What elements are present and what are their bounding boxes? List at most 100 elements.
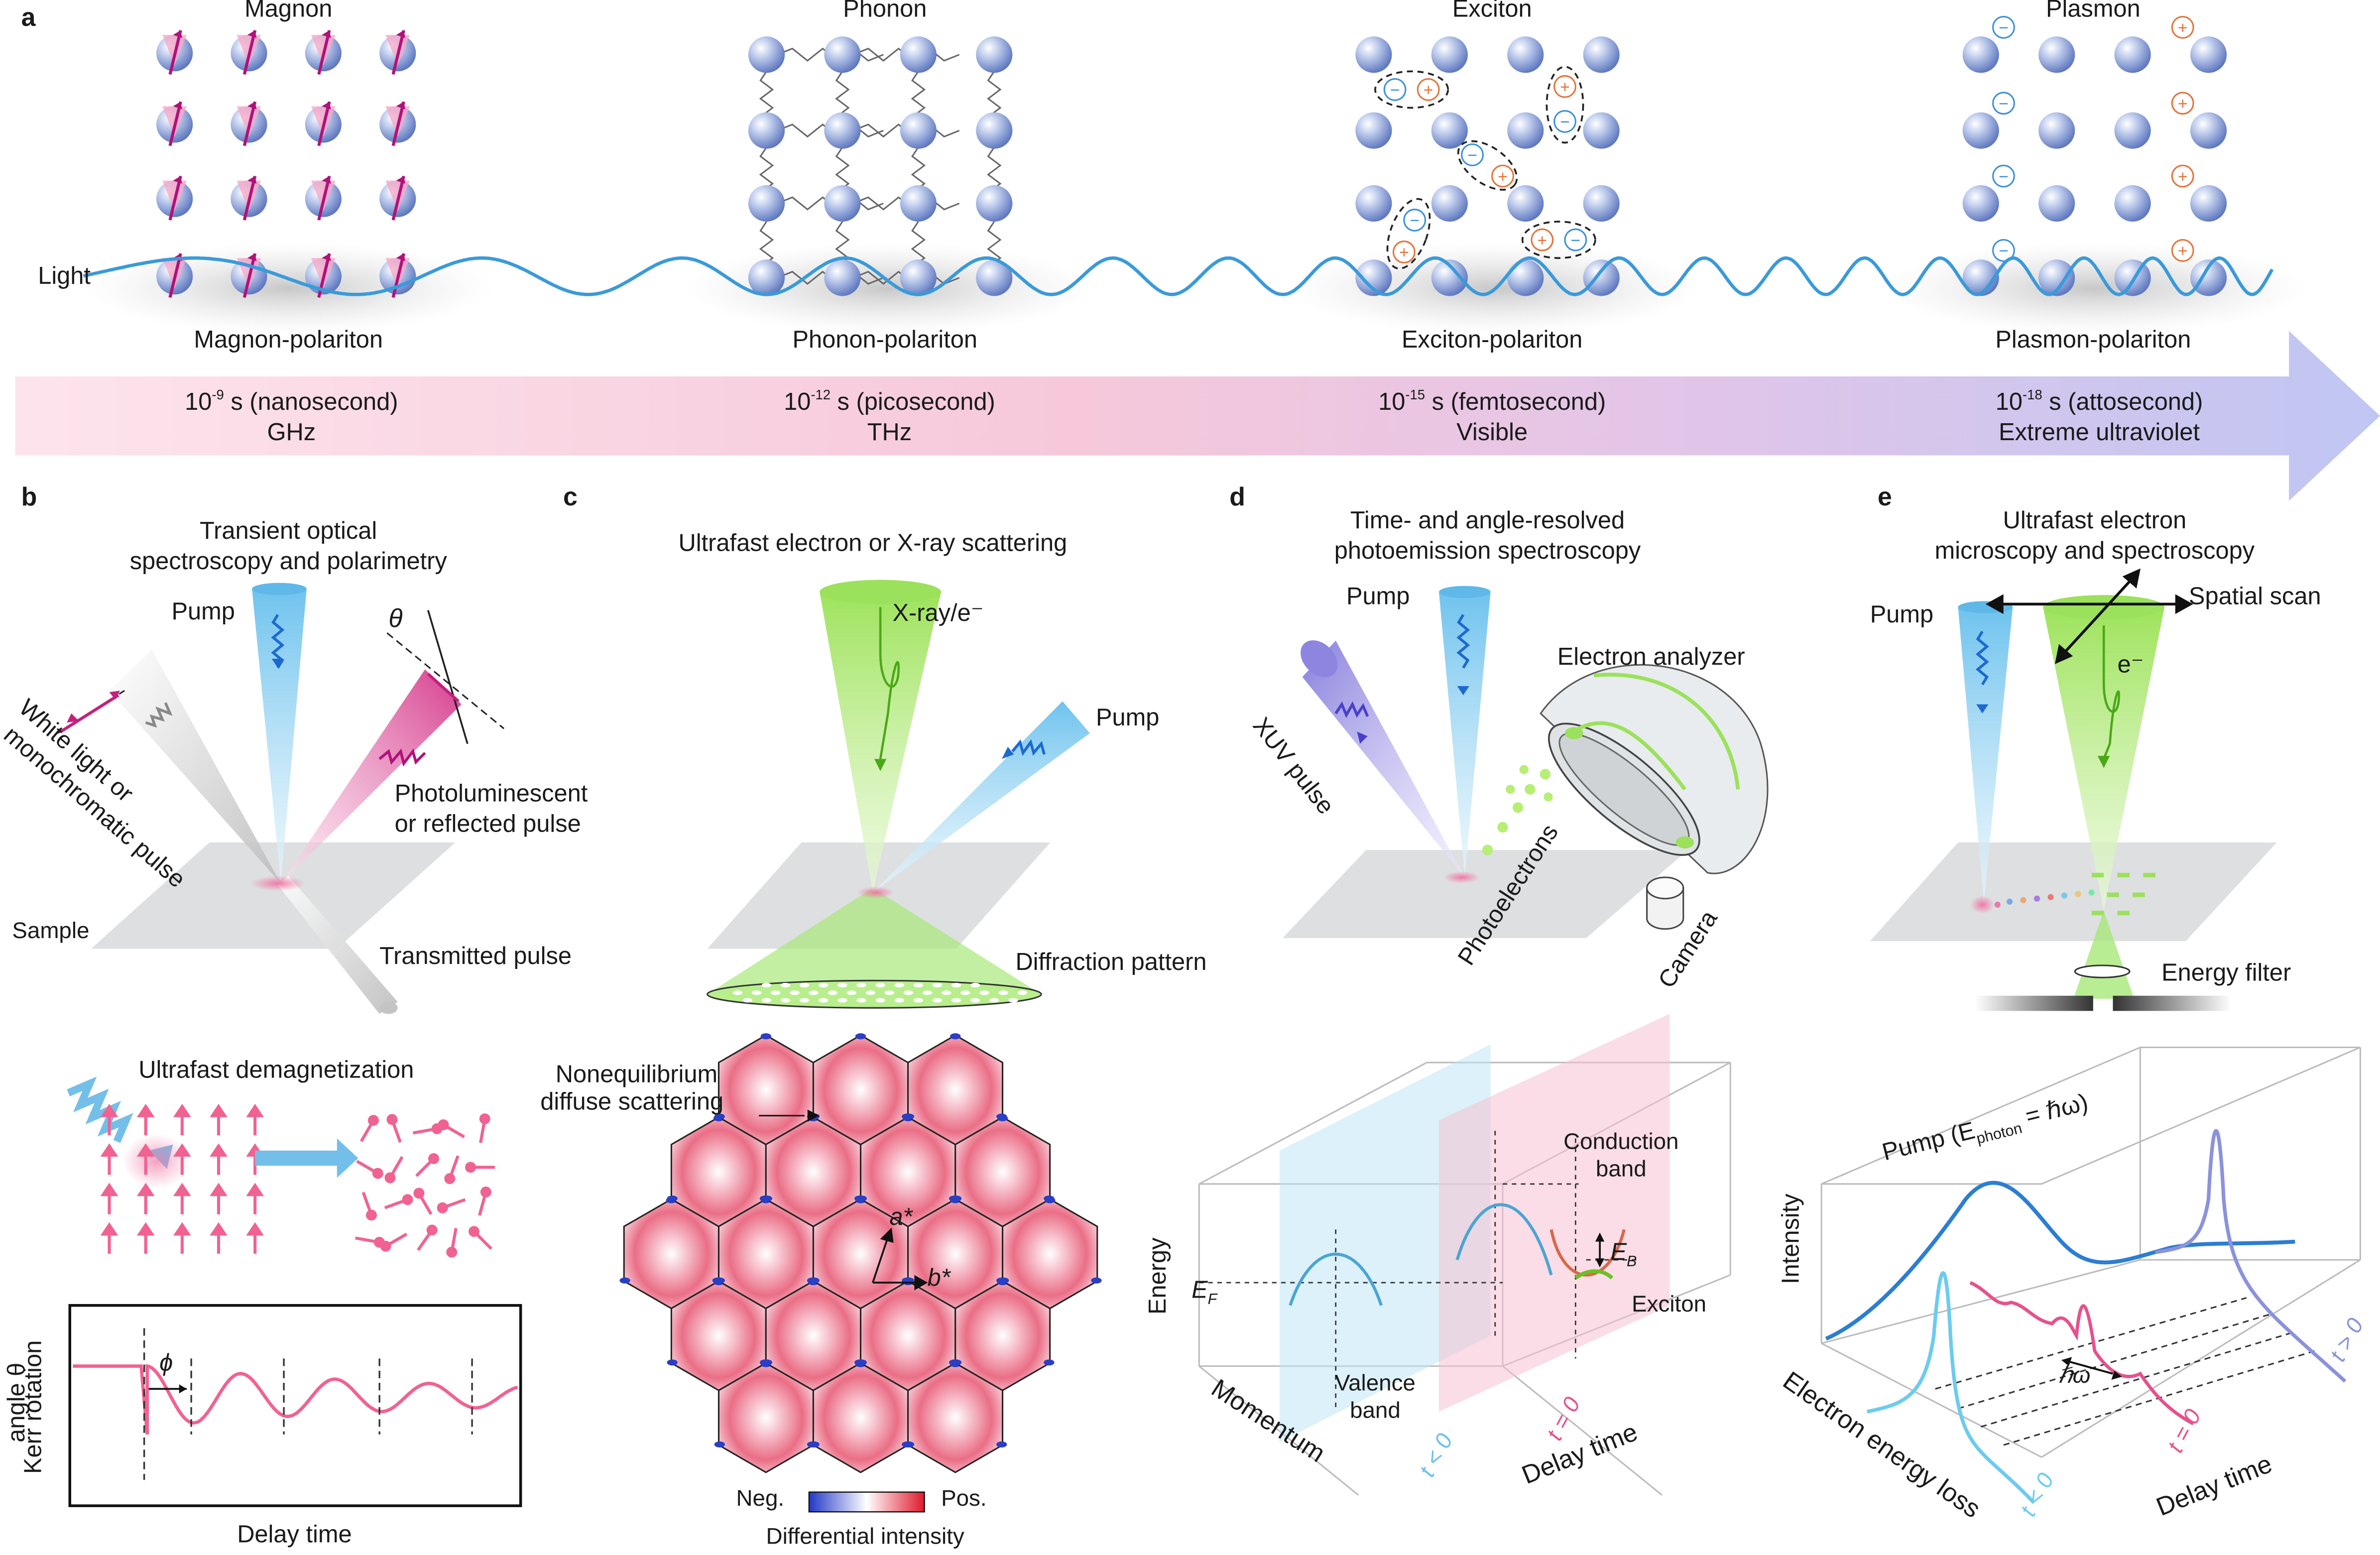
- diffraction-spot: [960, 990, 970, 995]
- svg-text:−: −: [1467, 146, 1477, 165]
- light-wave: [83, 256, 2274, 296]
- valence-label-2: band: [1350, 1398, 1401, 1424]
- diffraction-spot: [837, 998, 847, 1003]
- camera-icon: [1646, 876, 1684, 930]
- xray-beam: [820, 592, 942, 893]
- kerr-plot-frame: [68, 1304, 522, 1507]
- energy-axis-label: Energy: [1146, 1237, 1172, 1315]
- demag-title: Ultrafast demagnetization: [138, 1058, 414, 1084]
- plasmon-lattice: − − − − + + + +: [1962, 16, 2227, 296]
- spin-arrowhead: [428, 1153, 439, 1164]
- diffraction-spots-e: [1994, 872, 2155, 916]
- svg-text:+: +: [1498, 168, 1508, 186]
- negative-spot: [619, 1277, 630, 1284]
- negative-spot: [950, 1033, 961, 1040]
- panel-a-graphics: − + + − − + − + + − − − − − +: [15, 16, 2380, 501]
- diffraction-spot: [970, 998, 980, 1003]
- diffraction-spot: [922, 990, 933, 995]
- spin-arrowhead: [210, 1143, 228, 1157]
- spin-arrowhead: [437, 1202, 448, 1213]
- sample-plane-e: [1870, 842, 2277, 942]
- negative-spot: [996, 1441, 1007, 1448]
- diffraction-spot: [865, 990, 876, 995]
- pump-label-b: Pump: [171, 599, 235, 625]
- svg-text:−: −: [1560, 113, 1570, 131]
- negative-spot: [1044, 1359, 1055, 1366]
- diffraction-spot: [837, 982, 847, 988]
- diffraction-spot: [951, 982, 961, 988]
- diffraction-spot: [913, 998, 924, 1003]
- emitted-label-2: or reflected pulse: [394, 812, 581, 838]
- spin-arrowhead: [210, 1183, 228, 1196]
- xray-label: X-ray/e⁻: [892, 601, 984, 627]
- brillouin-zone-hex: [1002, 1198, 1098, 1310]
- magnon-label: Magnon: [244, 0, 333, 23]
- spin-arrowhead: [173, 1143, 191, 1157]
- spin-arrowhead: [380, 1240, 391, 1252]
- diffraction-spot: [799, 982, 810, 988]
- timescale-attosecond: 10-18 s (attosecond): [1995, 387, 2203, 416]
- svg-text:−: −: [1410, 212, 1420, 230]
- spin-arrowhead: [386, 1114, 398, 1125]
- colorbar-pos: Pos.: [941, 1486, 987, 1512]
- pump-beam-d: [1438, 592, 1491, 878]
- sample-plane-b: [91, 842, 456, 949]
- exciton-polariton-label: Exciton-polariton: [1402, 328, 1583, 354]
- kerr-ylabel-2: angle θ: [4, 1362, 30, 1442]
- negative-spot: [997, 1115, 1008, 1121]
- diffraction-spot: [809, 990, 819, 995]
- spin-arrowhead: [136, 1183, 155, 1196]
- negative-spot: [1091, 1277, 1102, 1284]
- diffraction-spot: [875, 982, 885, 988]
- panel-c-title: Ultrafast electron or X-ray scattering: [678, 531, 1068, 557]
- spin-arrowhead: [246, 1222, 264, 1236]
- pump-beam-b: [252, 589, 307, 884]
- electron-analyzer: [1540, 664, 1769, 874]
- diffraction-spot: [856, 998, 866, 1003]
- phonon-polariton-label: Phonon-polariton: [792, 328, 978, 354]
- analyzer-label: Electron analyzer: [1557, 645, 1745, 671]
- timescale-arrow: [15, 331, 2380, 501]
- svg-text:−: −: [1390, 81, 1400, 100]
- diffraction-spot: [732, 990, 743, 995]
- diffraction-spot: [819, 982, 829, 988]
- diffraction-spot: [761, 982, 772, 988]
- diffraction-spot: [932, 998, 943, 1003]
- diffraction-spot: [1008, 998, 1018, 1003]
- eels-t-pos-curve: [2155, 1129, 2347, 1383]
- probe-beam: [109, 649, 281, 884]
- negative-spot: [714, 1441, 725, 1448]
- negative-spot: [667, 1359, 678, 1366]
- spin-arrowhead: [413, 1188, 425, 1199]
- spin-arrowhead: [372, 1168, 383, 1179]
- spin-arrowhead: [100, 1183, 119, 1196]
- xuv-beam: [1302, 640, 1465, 878]
- svg-text:+: +: [2178, 95, 2188, 113]
- spin-arrowhead: [246, 1183, 264, 1196]
- negative-spot: [760, 1033, 771, 1040]
- kerr-xlabel: Delay time: [237, 1522, 352, 1549]
- negative-spot: [1044, 1197, 1056, 1203]
- spin-arrowhead: [465, 1162, 476, 1173]
- t-zero-plane: [1438, 1014, 1670, 1412]
- colorbar-neg: Neg.: [736, 1486, 785, 1512]
- panel-e-label: e: [1877, 482, 1892, 512]
- t-neg-plane: [1279, 1044, 1491, 1442]
- spatial-scan-label: Spatial scan: [2188, 584, 2321, 610]
- conduction-label-2: band: [1595, 1156, 1647, 1183]
- panel-b-label: b: [21, 482, 37, 512]
- phi-label: ϕ: [159, 1351, 173, 1377]
- conduction-label-1: Conduction: [1563, 1129, 1679, 1155]
- panel-c-graphics: [619, 580, 1102, 1513]
- hbar-omega-label: ℏω: [2058, 1363, 2091, 1389]
- pump-label-e: Pump: [1870, 602, 1934, 629]
- ef-label: EF: [1191, 1278, 1217, 1309]
- spin-arrowhead: [173, 1103, 191, 1117]
- emitted-beam: [280, 669, 462, 884]
- spin-arrowhead: [100, 1222, 119, 1236]
- diffraction-spot: [979, 990, 989, 995]
- negative-spot: [714, 1277, 725, 1284]
- panel-b-title-1: Transient optical: [200, 519, 377, 545]
